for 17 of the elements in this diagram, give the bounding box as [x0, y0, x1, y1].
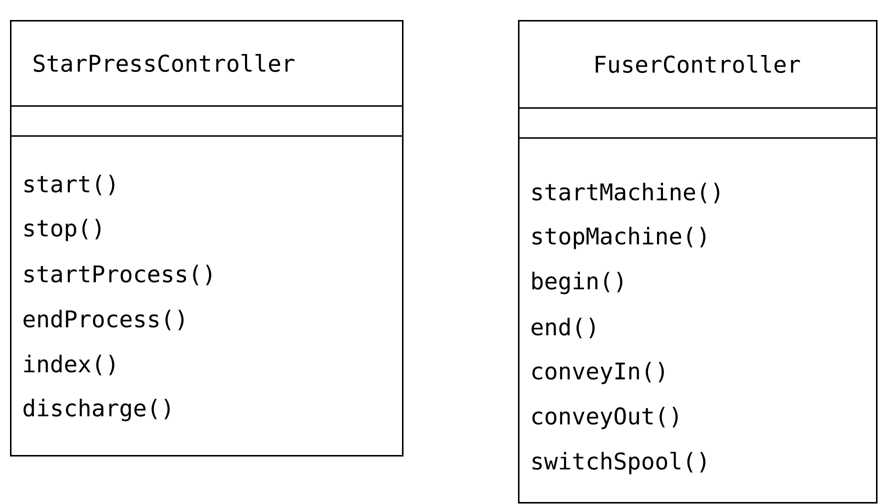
method-name: start()	[24, 174, 114, 196]
method-name: discharge()	[24, 398, 170, 422]
method-name: switchSpool()	[532, 452, 706, 474]
method-name: stopMachine()	[532, 226, 706, 250]
class-name: StarPressController	[34, 54, 294, 72]
class-name: FuserController	[596, 55, 800, 73]
method-name: stop()	[24, 218, 100, 242]
method-name: index()	[24, 354, 114, 376]
method-name: conveyIn()	[532, 362, 664, 384]
method-name: startProcess()	[24, 264, 212, 286]
method-name: end()	[532, 318, 595, 338]
class-box	[10, 20, 404, 456]
method-name: begin()	[532, 272, 622, 294]
class-box	[518, 20, 878, 504]
method-name: conveyOut()	[532, 406, 678, 430]
method-name: startMachine()	[532, 182, 720, 204]
method-name: endProcess()	[24, 310, 184, 330]
